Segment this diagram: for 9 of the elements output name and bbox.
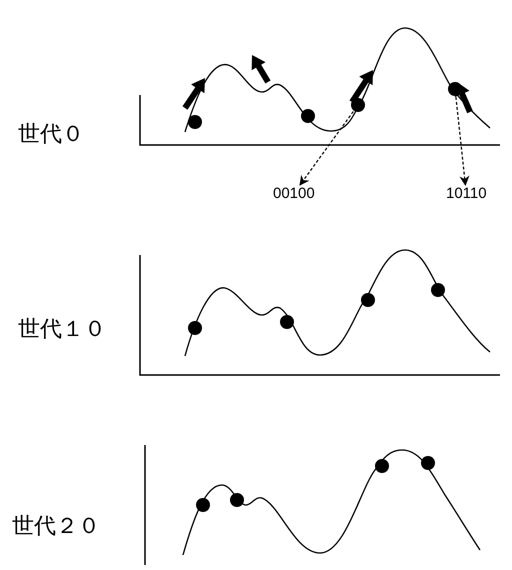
generation-label: 世代０ <box>18 121 84 149</box>
bit-string-label: 00100 <box>273 185 315 202</box>
bit-string-label: 10110 <box>446 185 487 202</box>
leader-arrow <box>299 111 354 186</box>
leader-arrow <box>455 96 470 186</box>
individual-dot <box>448 82 462 96</box>
generation-label: 世代２０ <box>12 513 100 541</box>
individual-dot <box>351 98 365 112</box>
generation-label: 世代１０ <box>18 316 106 344</box>
